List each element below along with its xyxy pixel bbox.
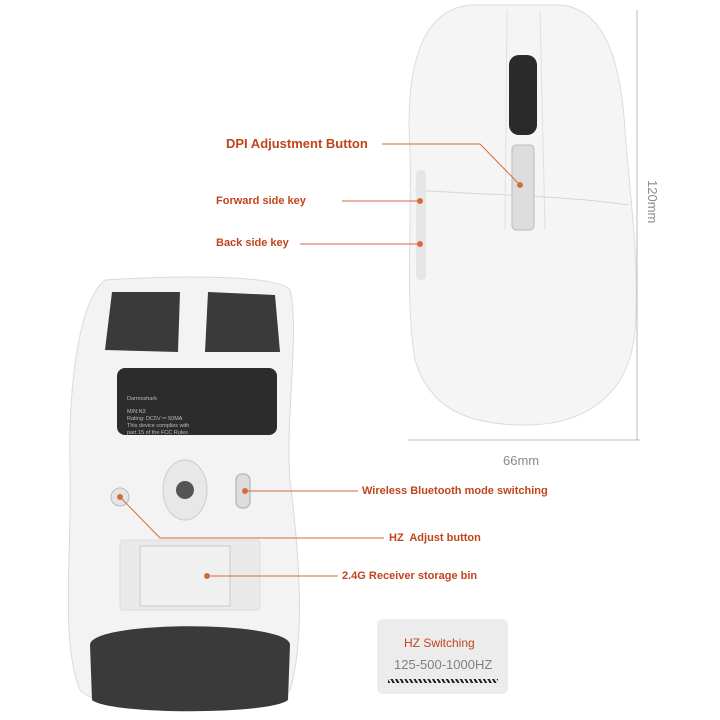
forward-key-callout-dot <box>417 198 423 204</box>
dpi-button <box>511 144 535 231</box>
back-key-callout-dot <box>417 241 423 247</box>
hz-stripe-bar <box>388 679 498 683</box>
wireless-callout: Wireless Bluetooth mode switching <box>362 485 548 497</box>
sticker-line: Rating: DC5V ⎓ 50MA <box>127 416 183 422</box>
skate-bottom <box>90 626 290 712</box>
dpi-callout: DPI Adjustment Button <box>226 136 368 151</box>
hz-adjust-callout-dot <box>117 494 123 500</box>
sensor-lens <box>176 481 194 499</box>
back-key-callout: Back side key <box>216 237 289 249</box>
sticker-lines: M/N:N3 Rating: DC5V ⎓ 50MA This device c… <box>127 409 189 437</box>
skate-top-left <box>105 292 180 352</box>
top-mouse-button-seams <box>504 9 546 231</box>
height-dimension: 120mm <box>645 180 660 224</box>
hz-title: HZ Switching <box>404 636 475 650</box>
sticker-line: This device complies with <box>127 423 190 429</box>
hz-adjust-callout: HZ Adjust button <box>389 532 481 544</box>
hz-switching-box: HZ Switching 125-500-1000HZ <box>377 619 508 694</box>
dpi-callout-dot <box>517 182 523 188</box>
dpi-callout-line <box>382 143 521 186</box>
wireless-callout-dot <box>242 488 248 494</box>
forward-key-callout: Forward side key <box>216 195 306 207</box>
receiver-callout-dot <box>204 573 210 579</box>
side-keys <box>416 170 426 280</box>
receiver-callout: 2.4G Receiver storage bin <box>342 570 478 582</box>
width-dimension: 66mm <box>503 453 540 468</box>
hz-range: 125-500-1000HZ <box>394 657 493 672</box>
skate-top-right <box>205 292 280 352</box>
sticker-brand: Darmoshark <box>127 396 157 402</box>
scroll-wheel <box>509 55 537 135</box>
sticker-line: part 15 of the FCC Rules <box>127 430 188 436</box>
hz-adjust-callout-line <box>119 496 384 539</box>
callout-lines <box>117 143 523 579</box>
sticker-line: M/N:N3 <box>127 409 146 415</box>
label-sticker: Darmoshark M/N:N3 Rating: DC5V ⎓ 50MA Th… <box>117 368 277 437</box>
